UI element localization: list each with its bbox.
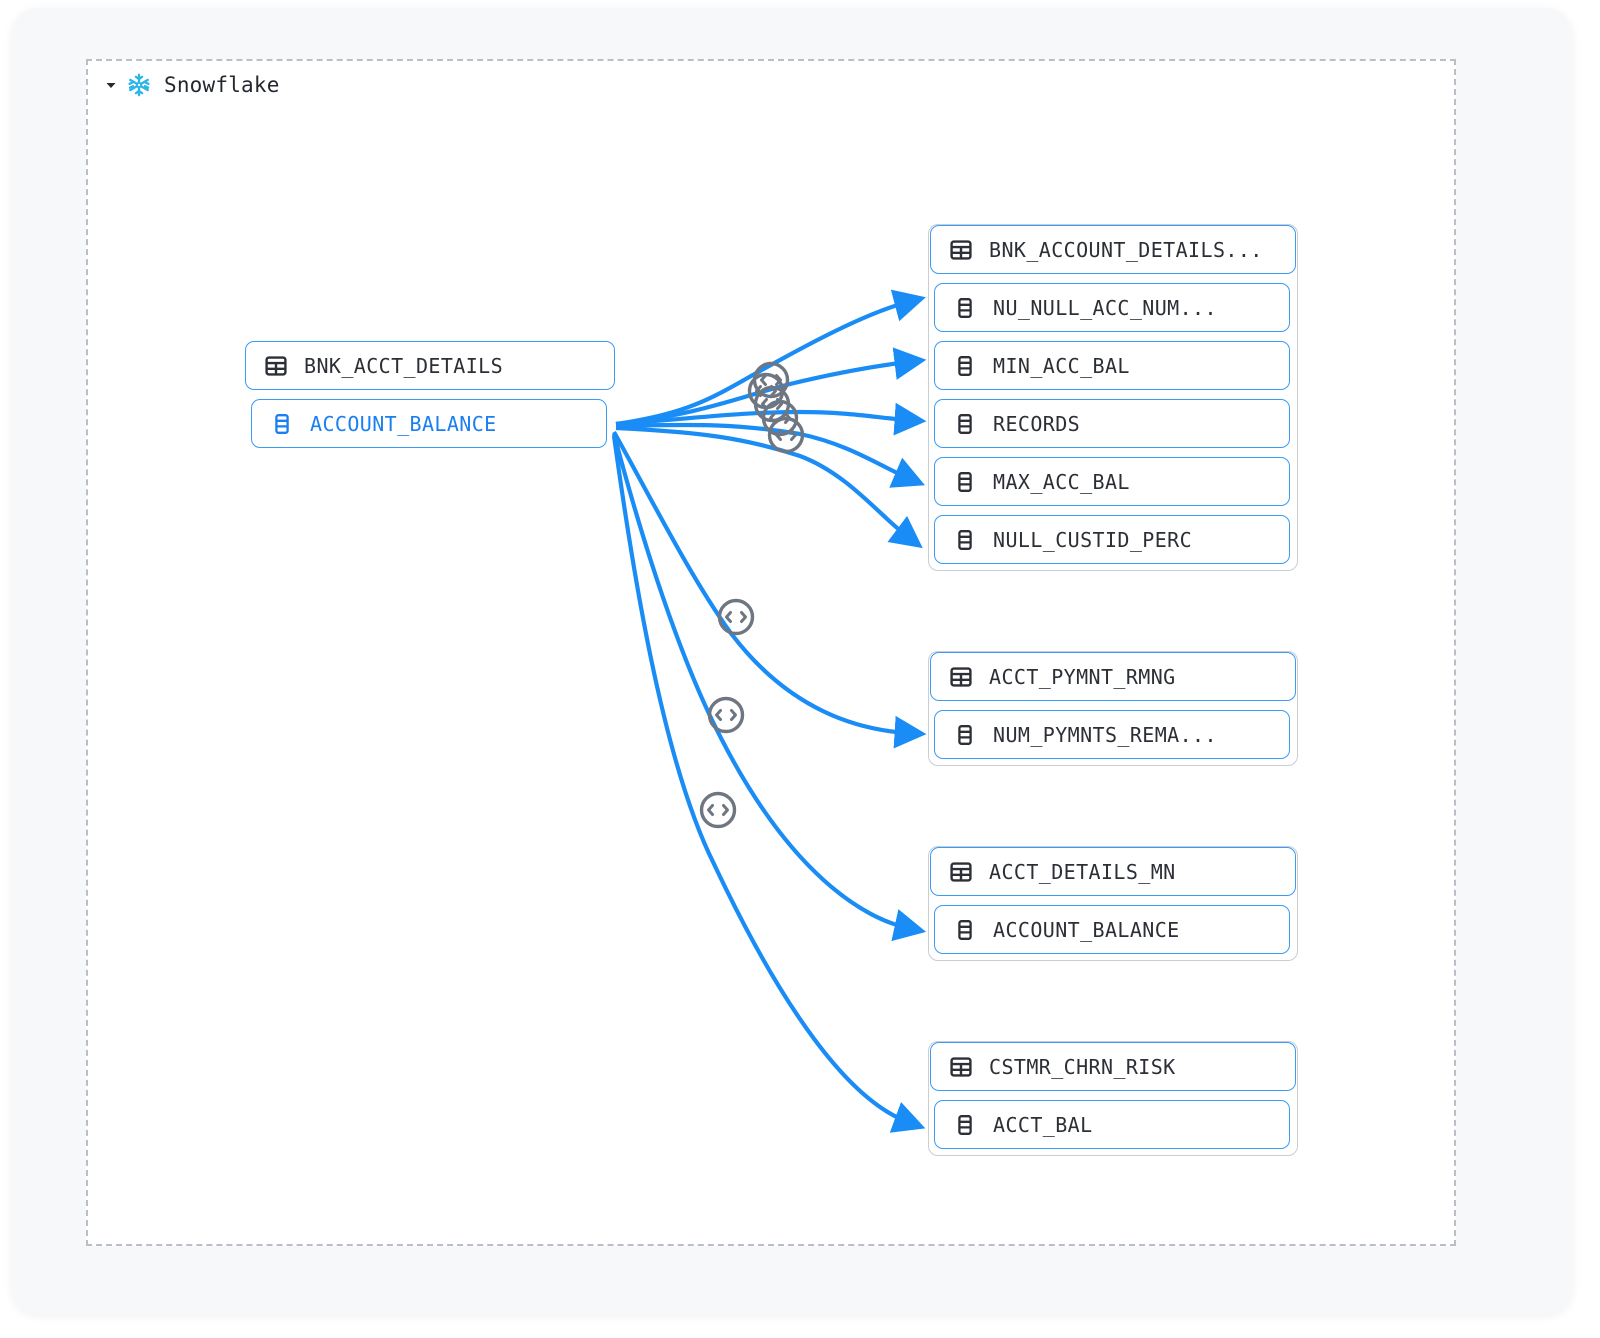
snowflake-icon — [126, 72, 152, 98]
target-table-header-1[interactable]: ACCT_PYMNT_RMNG — [930, 652, 1296, 701]
target-table-name: BNK_ACCOUNT_DETAILS... — [989, 237, 1263, 262]
chevron-down-icon[interactable] — [100, 74, 122, 96]
target-column-nu-null-acc-num[interactable]: NU_NULL_ACC_NUM... — [934, 283, 1290, 332]
column-icon — [953, 296, 977, 320]
target-table-header-0[interactable]: BNK_ACCOUNT_DETAILS... — [930, 225, 1296, 274]
column-icon — [953, 354, 977, 378]
target-table-group-0 — [928, 224, 1298, 571]
group-title: Snowflake — [164, 73, 280, 97]
column-icon — [953, 528, 977, 552]
table-icon — [949, 238, 973, 262]
source-table-header[interactable]: BNK_ACCT_DETAILS — [245, 341, 615, 390]
target-table-name: ACCT_DETAILS_MN — [989, 859, 1176, 884]
column-icon — [953, 1113, 977, 1137]
column-icon — [953, 412, 977, 436]
target-column-account-balance[interactable]: ACCOUNT_BALANCE — [934, 905, 1290, 954]
target-column-name: ACCOUNT_BALANCE — [993, 917, 1180, 942]
column-icon — [953, 470, 977, 494]
target-table-header-2[interactable]: ACCT_DETAILS_MN — [930, 847, 1296, 896]
target-column-name: NU_NULL_ACC_NUM... — [993, 295, 1217, 320]
source-column-account-balance[interactable]: ACCOUNT_BALANCE — [251, 399, 607, 448]
target-column-name: RECORDS — [993, 411, 1081, 436]
target-column-max-acc-bal[interactable]: MAX_ACC_BAL — [934, 457, 1290, 506]
table-icon — [949, 665, 973, 689]
target-column-name: MAX_ACC_BAL — [993, 469, 1130, 494]
target-column-acct-bal[interactable]: ACCT_BAL — [934, 1100, 1290, 1149]
target-table-header-3[interactable]: CSTMR_CHRN_RISK — [930, 1042, 1296, 1091]
table-icon — [949, 1055, 973, 1079]
target-column-records[interactable]: RECORDS — [934, 399, 1290, 448]
target-column-name: NUM_PYMNTS_REMA... — [993, 722, 1217, 747]
target-table-name: CSTMR_CHRN_RISK — [989, 1054, 1176, 1079]
snowflake-group-header[interactable]: Snowflake — [100, 70, 280, 100]
table-icon — [949, 860, 973, 884]
target-column-name: NULL_CUSTID_PERC — [993, 527, 1193, 552]
source-column-name: ACCOUNT_BALANCE — [310, 411, 497, 436]
target-column-null-custid-perc[interactable]: NULL_CUSTID_PERC — [934, 515, 1290, 564]
source-table-name: BNK_ACCT_DETAILS — [304, 353, 504, 378]
table-icon — [264, 354, 288, 378]
target-column-name: ACCT_BAL — [993, 1112, 1093, 1137]
target-column-name: MIN_ACC_BAL — [993, 353, 1130, 378]
target-table-name: ACCT_PYMNT_RMNG — [989, 664, 1176, 689]
column-icon — [270, 412, 294, 436]
column-icon — [953, 723, 977, 747]
target-column-num-pymnts-rema[interactable]: NUM_PYMNTS_REMA... — [934, 710, 1290, 759]
column-icon — [953, 918, 977, 942]
target-column-min-acc-bal[interactable]: MIN_ACC_BAL — [934, 341, 1290, 390]
